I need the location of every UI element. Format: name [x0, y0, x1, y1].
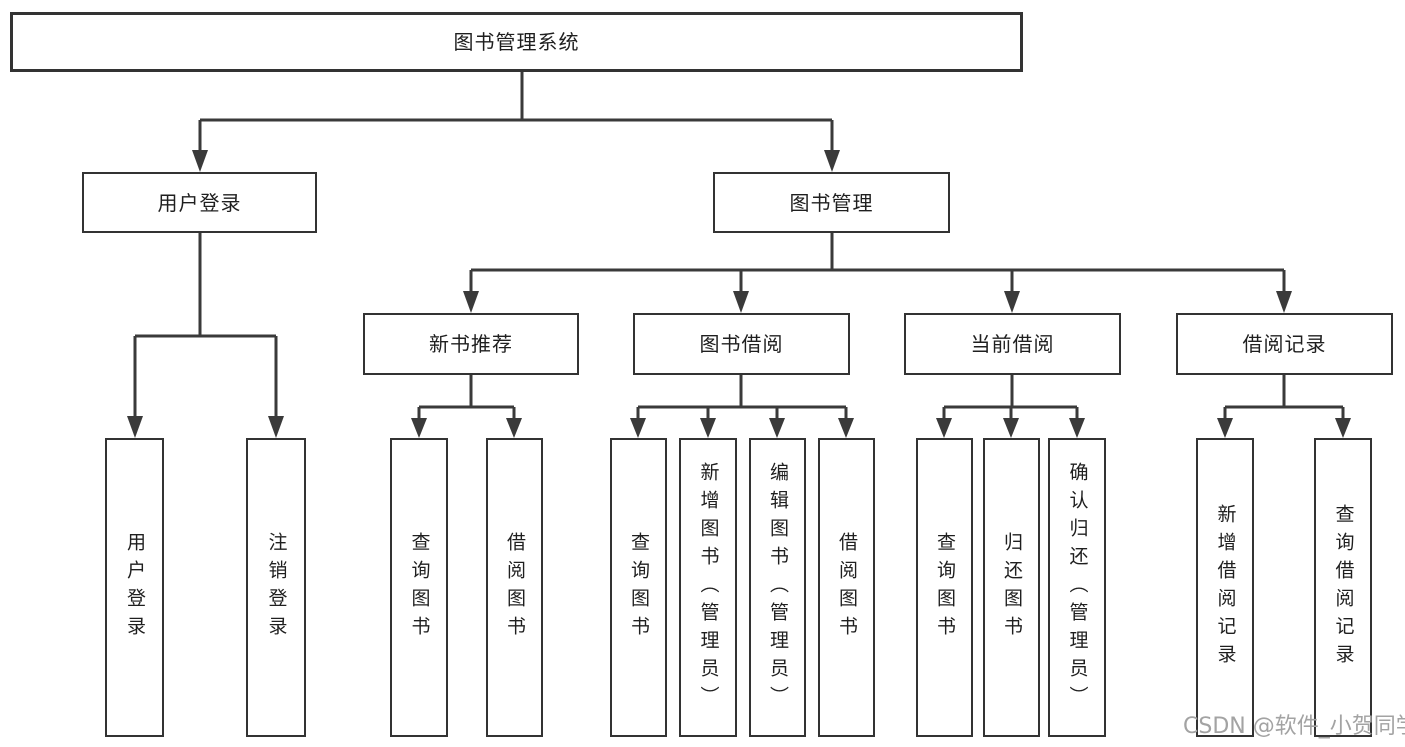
leaf-query-borrow-record: 查询借阅记录 — [1314, 438, 1372, 737]
leaf-confirm-return-admin-label: 确认归还（管理员） — [1066, 461, 1089, 714]
leaf-borrow-books-label: 借阅图书 — [836, 531, 858, 644]
connector-root-to-level2 — [192, 72, 840, 172]
leaf-borrow-query-books-label: 查询图书 — [628, 531, 650, 644]
leaf-borrow-books: 借阅图书 — [818, 438, 875, 737]
leaf-user-login-label: 用户登录 — [124, 531, 146, 644]
leaf-recommend-query-books-label: 查询图书 — [408, 531, 431, 644]
node-book-management: 图书管理 — [713, 172, 950, 233]
node-book-borrow: 图书借阅 — [633, 313, 850, 375]
node-borrow-records: 借阅记录 — [1176, 313, 1393, 375]
node-user-login: 用户登录 — [82, 172, 317, 233]
node-new-book-recommend-label: 新书推荐 — [429, 332, 513, 356]
leaf-borrow-query-books: 查询图书 — [610, 438, 667, 737]
connector-book-management-to-sections — [463, 233, 1292, 313]
leaf-return-books: 归还图书 — [983, 438, 1040, 737]
connector-borrow-records-leaves — [1217, 405, 1351, 438]
connector-new-book-recommend-leaves — [411, 405, 522, 438]
node-book-borrow-label: 图书借阅 — [699, 332, 784, 356]
connector-current-borrow-leaves — [936, 405, 1085, 438]
watermark: CSDN @软件_小贺同学 — [1183, 714, 1405, 739]
connector-user-login-subtree — [127, 233, 284, 438]
leaf-edit-books-admin: 编辑图书（管理员） — [749, 438, 806, 737]
node-root: 图书管理系统 — [10, 12, 1023, 72]
node-user-login-label: 用户登录 — [157, 190, 242, 215]
leaf-logout-label: 注销登录 — [265, 531, 288, 644]
leaf-add-books-admin-label: 新增图书（管理员） — [697, 461, 720, 714]
leaf-add-books-admin: 新增图书（管理员） — [679, 438, 737, 737]
node-root-label: 图书管理系统 — [453, 30, 580, 54]
leaf-return-books-label: 归还图书 — [1001, 531, 1023, 644]
leaf-recommend-borrow-books-label: 借阅图书 — [504, 531, 526, 644]
node-new-book-recommend: 新书推荐 — [363, 313, 579, 375]
node-current-borrow-label: 当前借阅 — [970, 332, 1055, 356]
connector-book-borrow-leaves — [630, 405, 854, 438]
leaf-edit-books-admin-label: 编辑图书（管理员） — [767, 461, 789, 714]
leaf-add-borrow-record: 新增借阅记录 — [1196, 438, 1254, 737]
leaf-recommend-borrow-books: 借阅图书 — [486, 438, 543, 737]
leaf-query-borrow-record-label: 查询借阅记录 — [1332, 503, 1355, 672]
leaf-user-login: 用户登录 — [105, 438, 164, 737]
leaf-current-query-books: 查询图书 — [916, 438, 973, 737]
leaf-logout: 注销登录 — [246, 438, 306, 737]
leaf-recommend-query-books: 查询图书 — [390, 438, 448, 737]
node-borrow-records-label: 借阅记录 — [1242, 332, 1327, 356]
connector-section-stems — [469, 375, 1286, 407]
node-current-borrow: 当前借阅 — [904, 313, 1121, 375]
leaf-add-borrow-record-label: 新增借阅记录 — [1214, 503, 1237, 672]
node-book-management-label: 图书管理 — [789, 190, 874, 215]
leaf-confirm-return-admin: 确认归还（管理员） — [1048, 438, 1106, 737]
leaf-current-query-books-label: 查询图书 — [934, 531, 956, 644]
